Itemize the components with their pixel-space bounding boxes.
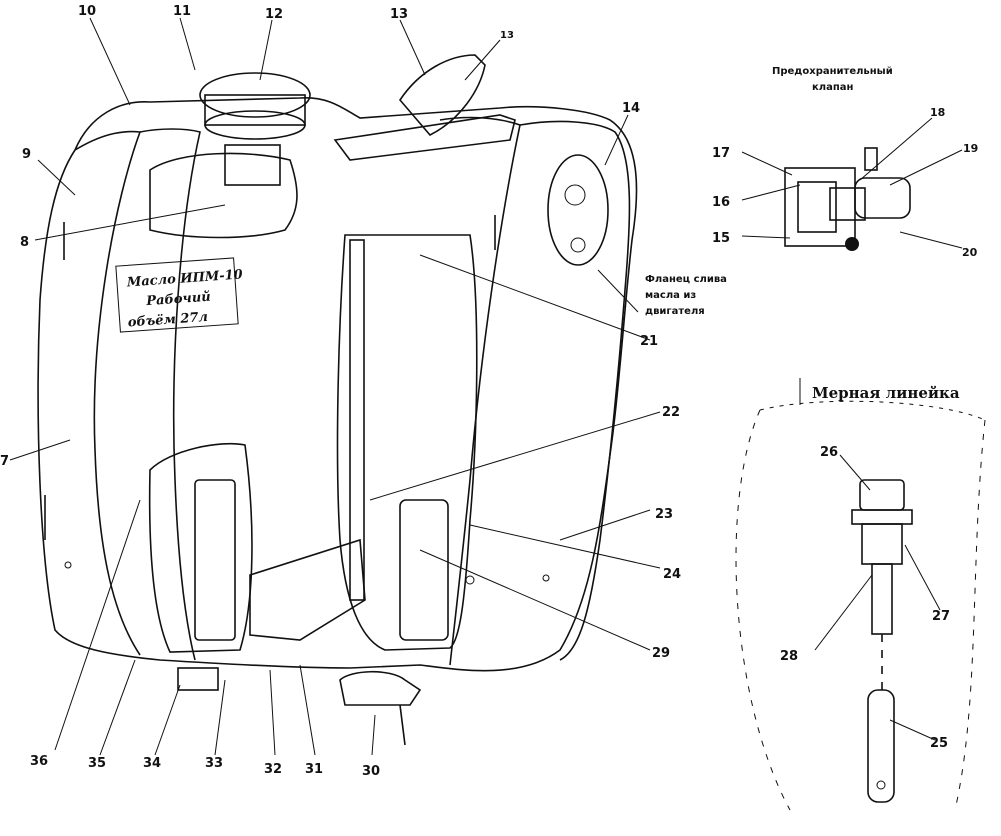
dipstick-callout-27: 27 (932, 609, 950, 624)
tank-label-line2: Рабочий (145, 290, 211, 310)
valve-callout-18: 18 (930, 106, 945, 119)
valve-callout-19: 19 (963, 142, 978, 155)
callout-34: 34 (143, 756, 161, 771)
callout-13b: 13 (500, 30, 514, 41)
callout-12: 12 (265, 7, 283, 22)
valve-callout-15: 15 (712, 231, 730, 246)
callout-35: 35 (88, 756, 106, 771)
valve-title-line2: клапан (812, 82, 854, 93)
valve-body (784, 147, 911, 251)
safety-valve-detail: Предохранительный клапан 17 16 15 18 19 … (712, 66, 978, 259)
callout-36: 36 (30, 754, 48, 769)
valve-callout-16: 16 (712, 195, 730, 210)
tank-label-line1: Масло ИПМ-10 (126, 267, 244, 290)
callout-30: 30 (362, 764, 380, 779)
callout-8: 8 (20, 235, 29, 250)
dipstick-title: Мерная линейка (812, 384, 960, 402)
leader-lines (9, 17, 661, 756)
drain-flange-line3: двигателя (645, 306, 705, 317)
valve-callout-17: 17 (712, 146, 730, 161)
callout-29: 29 (652, 646, 670, 661)
valve-callout-20: 20 (962, 246, 978, 259)
dipstick-body (851, 479, 913, 803)
dipstick-callout-26: 26 (820, 445, 838, 460)
callout-11: 11 (173, 4, 191, 19)
drain-flange-label: Фланец слива масла из двигателя (645, 274, 727, 317)
callout-31: 31 (305, 762, 323, 777)
dipstick-callout-25: 25 (930, 736, 948, 751)
callout-13: 13 (390, 7, 408, 22)
callout-9: 9 (22, 147, 31, 162)
callout-10: 10 (78, 4, 96, 19)
callout-32: 32 (264, 762, 282, 777)
tank-label-line3: объём 27л (127, 310, 208, 331)
callout-22: 22 (662, 405, 680, 420)
valve-title-line1: Предохранительный (772, 66, 893, 77)
dipstick-callout-28: 28 (780, 649, 798, 664)
drain-flange-line2: масла из (645, 290, 696, 301)
dipstick-detail: Мерная линейка 26 27 28 25 (735, 378, 986, 811)
callout-numbers: 10 11 12 13 13 14 9 8 7 21 22 23 24 29 3… (0, 4, 681, 779)
callout-7: 7 (0, 454, 9, 469)
drain-flange-line1: Фланец слива (645, 274, 727, 285)
callout-33: 33 (205, 756, 223, 771)
callout-21: 21 (640, 334, 658, 349)
oil-tank-body (37, 54, 638, 746)
callout-23: 23 (655, 507, 673, 522)
callout-14: 14 (622, 101, 640, 116)
callout-24: 24 (663, 567, 681, 582)
